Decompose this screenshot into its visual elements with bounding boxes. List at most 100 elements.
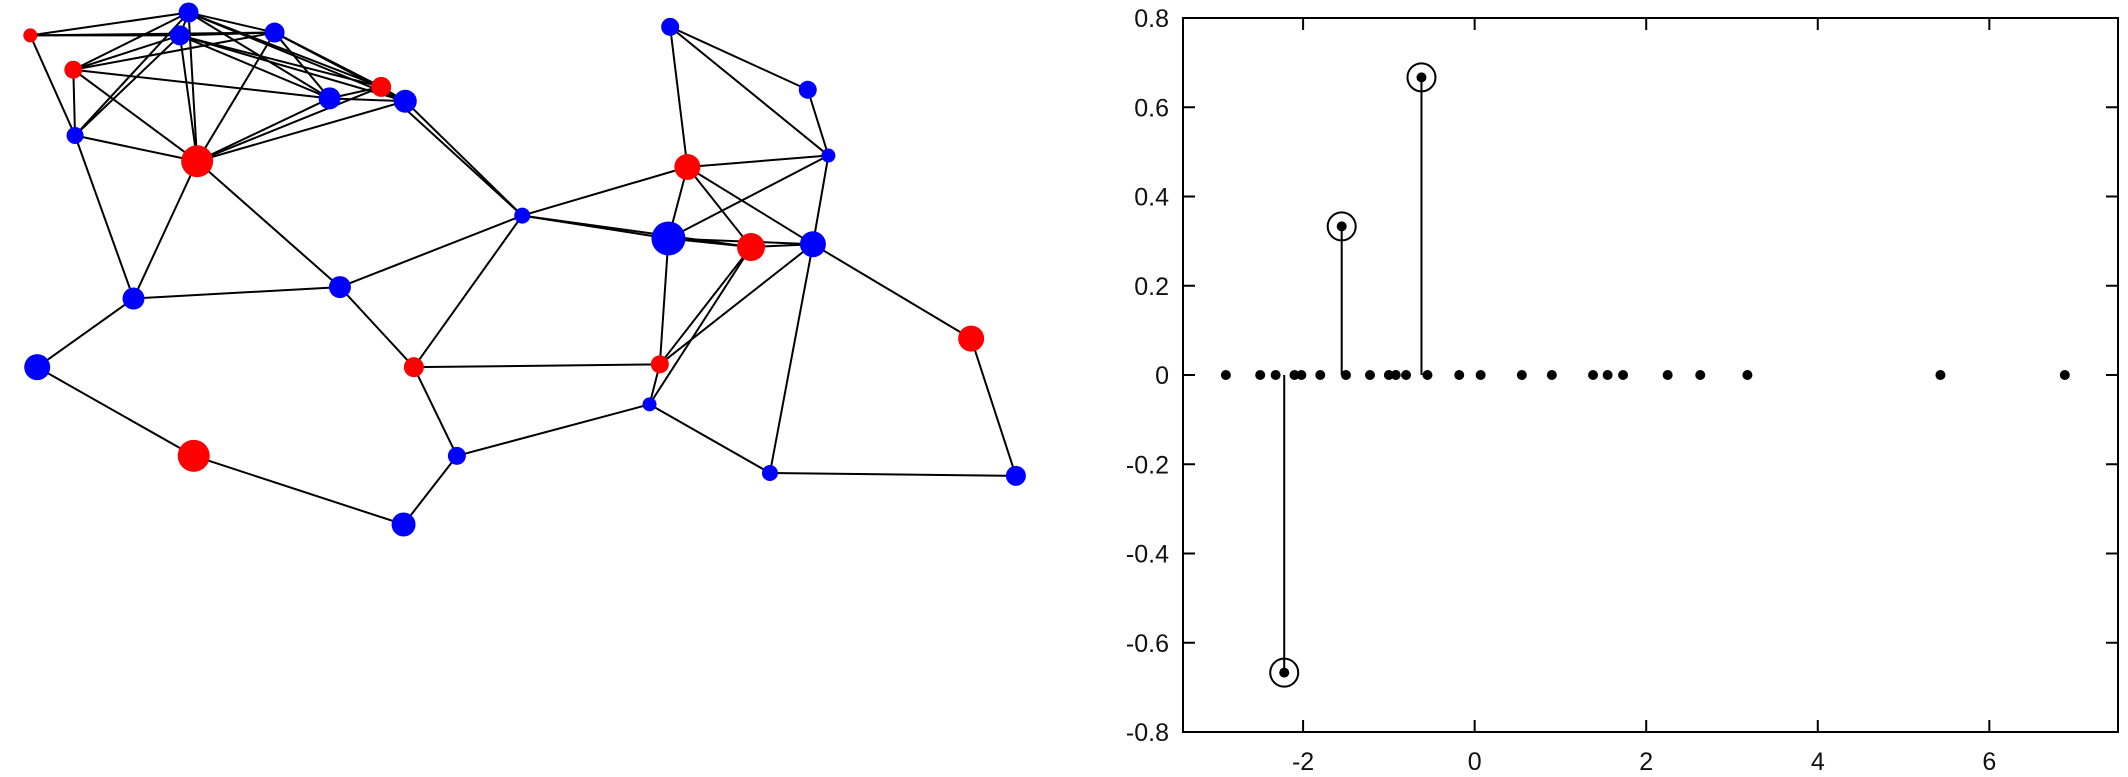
graph-node-positive: [650, 355, 669, 374]
graph-node-positive: [64, 60, 83, 79]
x-tick-label: 6: [1982, 748, 1996, 776]
graph-node-positive: [23, 28, 38, 43]
graph-edge: [970, 338, 1017, 477]
graph-edge: [329, 97, 406, 103]
y-tick-label: -0.2: [1126, 451, 1169, 479]
stem-marker: [1365, 370, 1375, 380]
stem-marker: [2059, 370, 2070, 380]
graph-edge: [812, 243, 972, 340]
graph-node-negative: [122, 287, 145, 310]
graph-edge: [412, 366, 458, 457]
graph-node-negative: [661, 17, 680, 36]
graph-edge: [72, 11, 190, 71]
graph-edge: [72, 69, 77, 136]
y-tick-label: 0.4: [1134, 184, 1169, 212]
highlight-circle: [1269, 657, 1300, 688]
stem-marker: [1588, 370, 1599, 380]
stem-marker: [1279, 667, 1290, 678]
graph-node-negative: [651, 221, 686, 256]
graph-edge: [179, 34, 382, 88]
stem-marker: [1270, 370, 1281, 380]
graph-node-positive: [181, 145, 214, 178]
graph-edge: [29, 35, 76, 136]
stem-marker: [1475, 370, 1486, 380]
graph-edge: [687, 154, 829, 168]
graph-edge: [30, 11, 189, 37]
highlight-circle: [1326, 211, 1357, 242]
graph-edge: [402, 455, 458, 526]
graph-edge: [669, 26, 689, 168]
graph-edge: [648, 246, 752, 405]
stem-marker: [1546, 370, 1557, 380]
graph-edge: [669, 25, 809, 91]
graph-edge: [669, 26, 830, 157]
graph-edge: [273, 31, 331, 99]
stem-marker: [1516, 370, 1527, 380]
stem-marker: [1390, 370, 1401, 380]
graph-edge: [133, 286, 340, 300]
graph-edge: [196, 85, 382, 163]
y-tick-label: -0.6: [1126, 630, 1169, 658]
stem-marker: [1935, 370, 1946, 380]
graph-edge: [72, 68, 198, 163]
stem-marker: [1296, 370, 1307, 380]
graph-node-positive: [403, 357, 424, 378]
graph-edge: [73, 34, 181, 71]
graph-edge: [659, 246, 752, 365]
graph-edge: [667, 154, 829, 240]
graph-node-negative: [328, 276, 351, 299]
stem-marker: [1255, 370, 1266, 380]
stem-marker: [1220, 370, 1231, 380]
graph-edge: [413, 215, 524, 368]
graph-node-negative: [821, 148, 836, 163]
stem-marker: [1618, 370, 1629, 380]
graph-node-negative: [514, 207, 531, 224]
stem-marker: [1340, 370, 1351, 380]
graph-node-positive: [177, 439, 210, 472]
edge-layer: [29, 11, 1017, 526]
graph-edge: [686, 166, 752, 248]
graph-node-negative: [798, 80, 817, 99]
stem-marker: [1454, 370, 1465, 380]
graph-edge: [521, 166, 688, 217]
stem-marker: [1383, 370, 1394, 380]
graph-edge: [456, 403, 650, 457]
graph-node-negative: [391, 512, 416, 537]
stem-marker: [1422, 370, 1433, 380]
y-tick-label: 0.8: [1134, 5, 1169, 33]
graph-edge: [36, 297, 135, 368]
graph-edge: [188, 11, 275, 34]
graph-node-positive: [371, 76, 392, 97]
graph-edge: [196, 32, 276, 162]
graph-node-negative: [447, 446, 466, 465]
graph-edge: [649, 403, 771, 474]
graph-node-negative: [799, 231, 826, 258]
graph-node-positive: [737, 233, 765, 262]
graph-edge: [196, 97, 331, 163]
y-tick-label: 0.6: [1134, 94, 1169, 122]
graph-node-positive: [674, 153, 701, 180]
graph-node-negative: [393, 89, 417, 113]
stem-marker: [1289, 370, 1300, 380]
graph-node-negative: [178, 2, 199, 23]
y-tick-label: 0.2: [1134, 273, 1169, 301]
graph-edge: [73, 68, 330, 100]
network-graph: [23, 2, 1026, 537]
graph-node-positive: [958, 325, 985, 352]
graph-node-negative: [264, 22, 285, 43]
graph-edge: [658, 238, 670, 365]
graph-edge: [659, 243, 814, 366]
graph-edge: [686, 166, 814, 246]
stem-marker: [1602, 370, 1613, 380]
highlight-circle: [1406, 62, 1437, 93]
x-tick-label: 4: [1811, 748, 1825, 776]
graph-edge: [339, 286, 415, 368]
x-tick-label: -2: [1292, 748, 1314, 776]
graph-edge: [179, 31, 275, 37]
graph-edge: [196, 160, 341, 288]
graph-edge: [193, 454, 404, 526]
graph-edge: [36, 366, 195, 457]
y-tick-label: -0.4: [1126, 541, 1169, 569]
